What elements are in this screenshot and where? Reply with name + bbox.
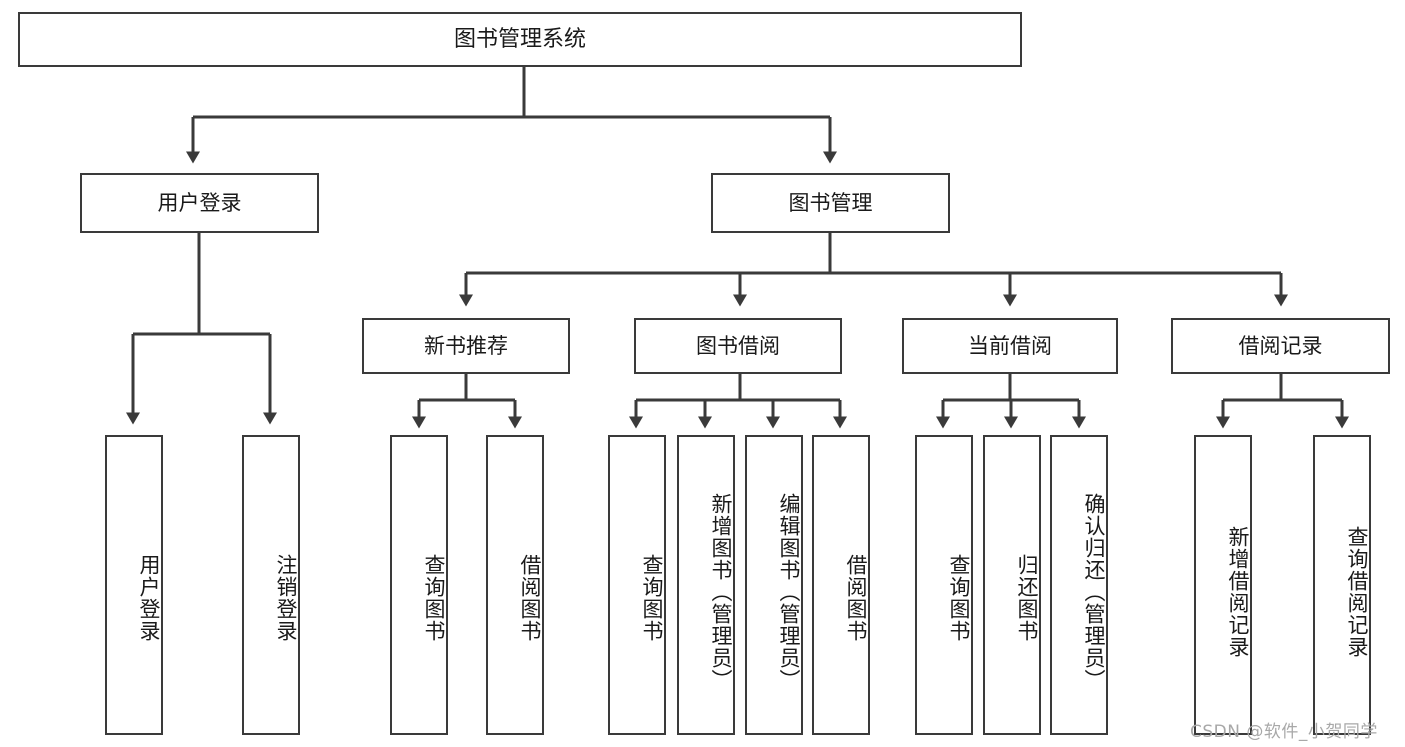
leaf-book-borrow-borrow-books[interactable]: 借阅图书 xyxy=(812,435,870,735)
node-current-borrow[interactable]: 当前借阅 xyxy=(902,318,1118,374)
node-label: 借阅图书 xyxy=(844,554,868,642)
leaf-borrow-record-add-record[interactable]: 新增借阅记录 xyxy=(1194,435,1252,735)
node-label: 用户登录 xyxy=(157,190,242,215)
leaf-new-book-query-books[interactable]: 查询图书 xyxy=(390,435,448,735)
node-label: 注销登录 xyxy=(274,554,298,642)
node-label: 查询图书 xyxy=(947,554,971,642)
node-label: 查询借阅记录 xyxy=(1345,526,1369,658)
node-label: 借阅记录 xyxy=(1238,333,1323,358)
node-label: 图书管理 xyxy=(788,190,873,215)
leaf-book-borrow-edit-book-admin[interactable]: 编辑图书（管理员） xyxy=(745,435,803,735)
leaf-current-borrow-query-books[interactable]: 查询图书 xyxy=(915,435,973,735)
node-borrow-record[interactable]: 借阅记录 xyxy=(1171,318,1390,374)
node-book-borrow[interactable]: 图书借阅 xyxy=(634,318,842,374)
node-user-login[interactable]: 用户登录 xyxy=(80,173,319,233)
watermark-text: CSDN @软件_小贺同学 xyxy=(1190,722,1378,742)
leaf-user-login-login[interactable]: 用户登录 xyxy=(105,435,163,735)
leaf-book-borrow-query-books[interactable]: 查询图书 xyxy=(608,435,666,735)
node-label: 新增图书（管理员） xyxy=(709,493,733,691)
node-label: 查询图书 xyxy=(640,554,664,642)
csdn-watermark: CSDN @软件_小贺同学 xyxy=(1190,717,1378,742)
leaf-new-book-borrow-books[interactable]: 借阅图书 xyxy=(486,435,544,735)
node-root-book-management-system[interactable]: 图书管理系统 xyxy=(18,12,1022,67)
node-label: 编辑图书（管理员） xyxy=(777,493,801,691)
leaf-book-borrow-add-book-admin[interactable]: 新增图书（管理员） xyxy=(677,435,735,735)
leaf-borrow-record-query-record[interactable]: 查询借阅记录 xyxy=(1313,435,1371,735)
leaf-current-borrow-confirm-return-admin[interactable]: 确认归还（管理员） xyxy=(1050,435,1108,735)
node-label: 确认归还（管理员） xyxy=(1082,493,1106,691)
node-label: 图书管理系统 xyxy=(453,26,586,52)
node-label: 新书推荐 xyxy=(424,333,508,358)
node-book-management[interactable]: 图书管理 xyxy=(711,173,950,233)
leaf-user-login-logout[interactable]: 注销登录 xyxy=(242,435,300,735)
node-label: 归还图书 xyxy=(1015,554,1039,642)
leaf-current-borrow-return-books[interactable]: 归还图书 xyxy=(983,435,1041,735)
node-label: 借阅图书 xyxy=(518,554,542,642)
node-new-book-recommend[interactable]: 新书推荐 xyxy=(362,318,570,374)
node-label: 当前借阅 xyxy=(968,333,1052,358)
node-label: 查询图书 xyxy=(422,554,446,642)
node-label: 图书借阅 xyxy=(696,333,780,358)
node-label: 新增借阅记录 xyxy=(1226,526,1250,658)
node-label: 用户登录 xyxy=(137,554,161,642)
